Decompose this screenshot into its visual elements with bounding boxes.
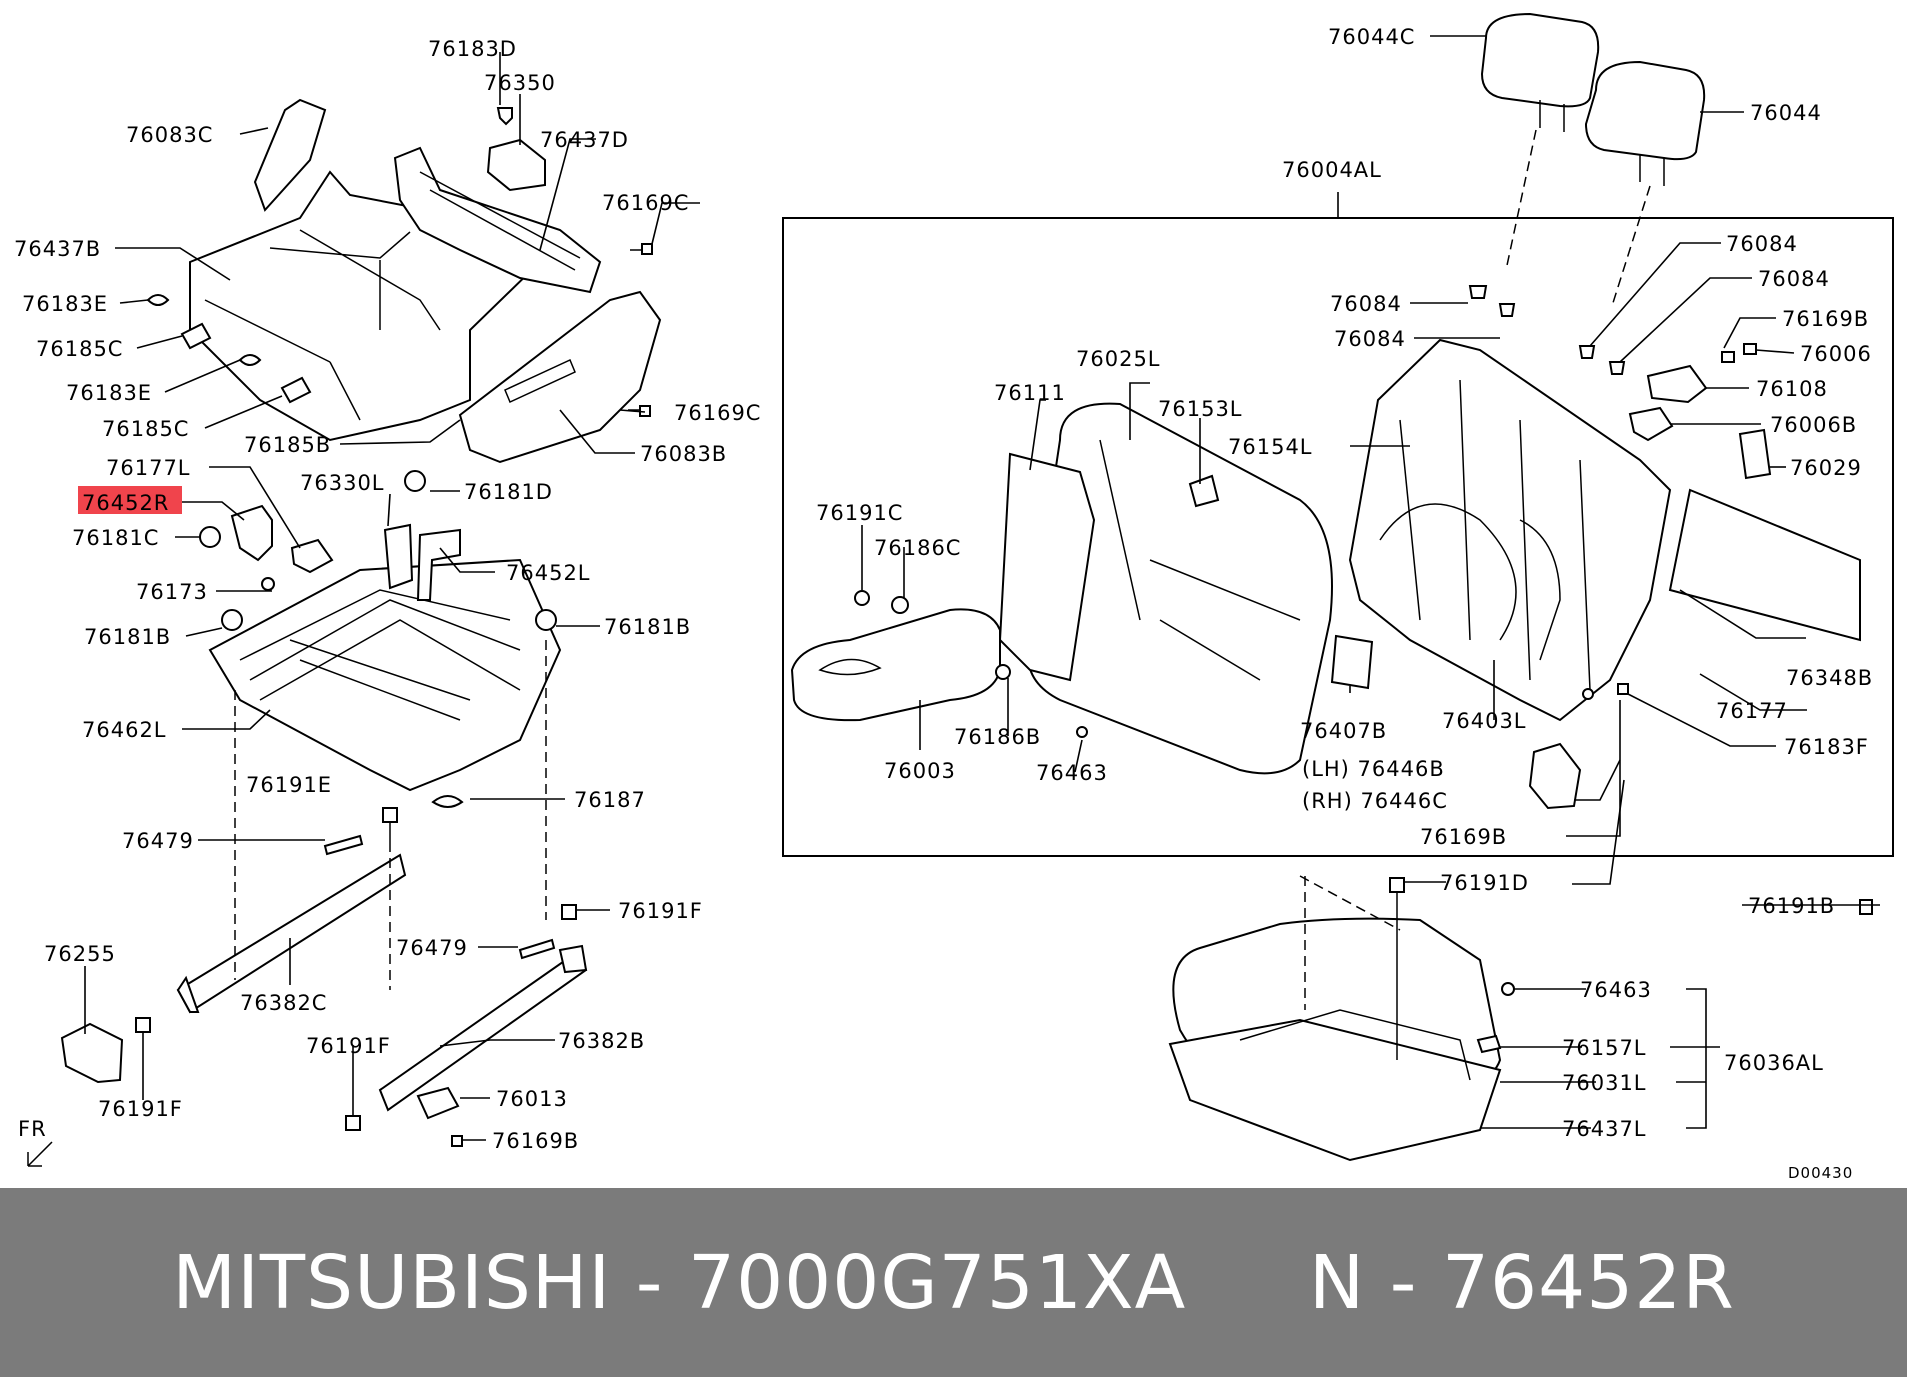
seat-cushion-assembly — [146, 98, 662, 464]
front-marker-label: FR — [18, 1117, 47, 1141]
part-label: 76157L — [1562, 1036, 1647, 1060]
part-label: 76013 — [496, 1087, 568, 1111]
highlighted-part-label: 76452R — [82, 491, 169, 515]
part-label: 76183E — [22, 292, 108, 316]
part-label: 76169C — [602, 191, 689, 215]
highlighted-part-box — [78, 486, 182, 514]
part-label: 76173 — [136, 580, 208, 604]
part-label: 76187 — [574, 788, 646, 812]
part-label: 76044C — [1328, 25, 1415, 49]
part-label: 76255 — [44, 942, 116, 966]
part-label: 76181B — [84, 625, 171, 649]
part-label: 76185C — [102, 417, 189, 441]
part-label: 76183F — [1784, 735, 1869, 759]
part-label: (LH) 76446B — [1302, 757, 1445, 781]
part-label: 76177 — [1716, 699, 1788, 723]
part-label: 76403L — [1442, 709, 1527, 733]
part-label: 76084 — [1330, 292, 1402, 316]
part-label: 76154L — [1228, 435, 1313, 459]
part-label: 76191C — [816, 501, 903, 525]
part-label: 76004AL — [1282, 158, 1382, 182]
part-label: 76191F — [98, 1097, 183, 1121]
leader-lines — [84, 35, 1880, 1141]
part-label: 76006B — [1770, 413, 1857, 437]
part-label: 76169C — [674, 401, 761, 425]
part-label: 76452L — [506, 561, 591, 585]
part-labels: 76183D 76350 76083C 76437D 76169C 76437B… — [14, 25, 1873, 1182]
part-label: 76350 — [484, 71, 556, 95]
part-label: 76006 — [1800, 342, 1872, 366]
part-label: 76191B — [1748, 894, 1835, 918]
front-direction-arrow: FR — [18, 1117, 53, 1167]
part-label: 76191F — [618, 899, 703, 923]
part-label: 76479 — [396, 936, 468, 960]
part-label: 76108 — [1756, 377, 1828, 401]
part-label: 76186C — [874, 536, 961, 560]
part-label: 76437B — [14, 237, 101, 261]
part-label: 76083C — [126, 123, 213, 147]
part-label: 76183D — [428, 37, 517, 61]
headrests — [1480, 12, 1706, 307]
part-info-banner: MITSUBISHI - 7000G751XA N - 76452R — [0, 1188, 1907, 1377]
part-label: 76169B — [492, 1129, 579, 1153]
part-label: 76025L — [1076, 347, 1161, 371]
part-label: 76084 — [1758, 267, 1830, 291]
part-label: 76181B — [604, 615, 691, 639]
part-label: 76177L — [106, 456, 191, 480]
diagram-code: D00430 — [1788, 1164, 1853, 1182]
part-label: 76348B — [1786, 666, 1873, 690]
part-label: 76111 — [994, 381, 1066, 405]
part-label: 76191E — [246, 773, 332, 797]
part-label: 76083B — [640, 442, 727, 466]
part-label: 76036AL — [1724, 1051, 1824, 1075]
part-label: 76191D — [1440, 871, 1529, 895]
part-label: 76437L — [1562, 1117, 1647, 1141]
part-label: 76031L — [1562, 1071, 1647, 1095]
part-info-text: MITSUBISHI - 7000G751XA N - 76452R — [172, 1239, 1735, 1326]
part-label: 76185B — [244, 433, 331, 457]
part-label: 76084 — [1334, 327, 1406, 351]
seat-frame-assembly — [199, 470, 562, 842]
seatback-assembly — [790, 285, 1873, 915]
part-label: 76330L — [300, 471, 385, 495]
part-label: 76185C — [36, 337, 123, 361]
seat-rails — [60, 640, 588, 1147]
part-label: 76084 — [1726, 232, 1798, 256]
part-label: 76463 — [1580, 978, 1652, 1002]
rear-cushion-assembly — [1168, 875, 1515, 1162]
part-label: 76003 — [884, 759, 956, 783]
part-label: 76463 — [1036, 761, 1108, 785]
part-label: 76153L — [1158, 397, 1243, 421]
part-label: 76407B — [1300, 719, 1387, 743]
part-label: 76044 — [1750, 101, 1822, 125]
part-label: (RH) 76446C — [1302, 789, 1448, 813]
part-label: 76029 — [1790, 456, 1862, 480]
part-label: 76191F — [306, 1034, 391, 1058]
parts-diagram: FR — [14, 12, 1894, 1182]
part-label: 76186B — [954, 725, 1041, 749]
part-label: 76437D — [540, 128, 629, 152]
part-label: 76479 — [122, 829, 194, 853]
part-label: 76183E — [66, 381, 152, 405]
part-label: 76382B — [558, 1029, 645, 1053]
part-label: 76181C — [72, 526, 159, 550]
part-label: 76169B — [1420, 825, 1507, 849]
part-label: 76181D — [464, 480, 553, 504]
part-label: 76382C — [240, 991, 327, 1015]
part-label: 76169B — [1782, 307, 1869, 331]
part-label: 76462L — [82, 718, 167, 742]
